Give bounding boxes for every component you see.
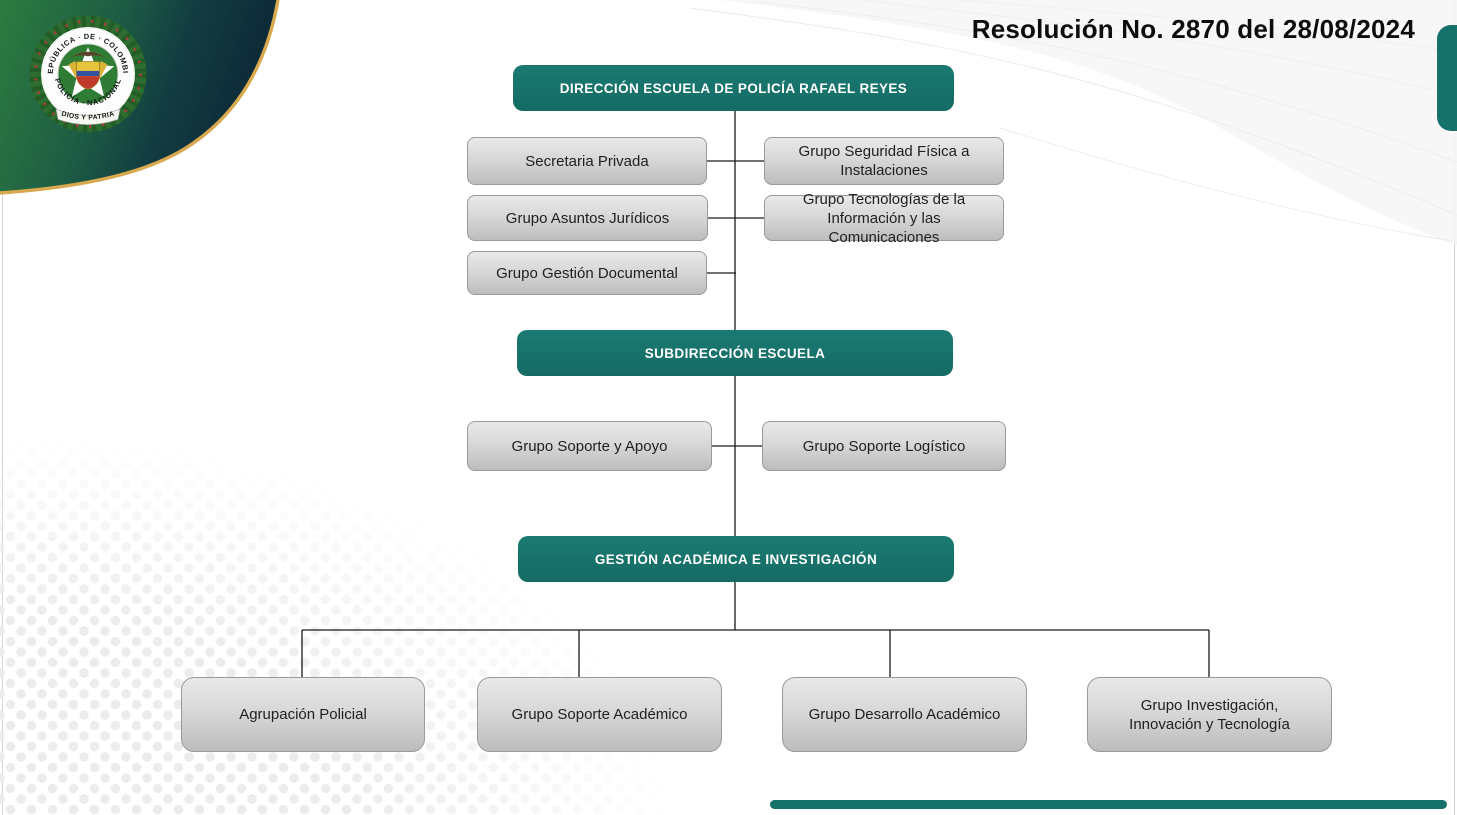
- org-node-label: DIRECCIÓN ESCUELA DE POLICÍA RAFAEL REYE…: [559, 80, 908, 96]
- org-node-tecnologias-informacion: Grupo Tecnologías de la Información y la…: [764, 191, 1004, 246]
- side-accent-tab: [1437, 25, 1457, 131]
- org-node-label: Grupo Tecnologías de la Información y la…: [802, 190, 966, 246]
- org-node-label: Secretaria Privada: [525, 152, 649, 170]
- police-crest-logo: REPÚBLICA ∙ DE ∙ COLOMBIA POLICÍA ∙ NACI…: [26, 12, 147, 133]
- crest-condor: [69, 51, 107, 59]
- org-node-seguridad-fisica: Grupo Seguridad Física a Instalaciones: [764, 137, 1004, 185]
- org-node-asuntos-juridicos: Grupo Asuntos Jurídicos: [467, 195, 708, 241]
- org-node-label: Grupo Investigación, Innovación y Tecnol…: [1129, 696, 1290, 733]
- gold-curve-decor: [0, 0, 280, 195]
- resolution-title: Resolución No. 2870 del 28/08/2024: [971, 14, 1415, 44]
- org-node-label: Grupo Soporte y Apoyo: [511, 437, 668, 455]
- org-node-secretaria-privada: Secretaria Privada: [467, 137, 707, 185]
- crest-banner-text: DIOS Y PATRIA: [61, 111, 115, 122]
- org-node-label: Grupo Asuntos Jurídicos: [505, 209, 670, 227]
- org-node-desarrollo-academico: Grupo Desarrollo Académico: [782, 677, 1027, 752]
- org-node-direccion: DIRECCIÓN ESCUELA DE POLICÍA RAFAEL REYE…: [513, 65, 954, 111]
- org-node-label: Grupo Gestión Documental: [496, 264, 678, 282]
- org-node-label: GESTIÓN ACADÉMICA E INVESTIGACIÓN: [594, 551, 878, 567]
- page-right-edge: [1454, 0, 1455, 815]
- crest-banner-ribbon: [55, 108, 121, 125]
- org-node-gestion-documental: Grupo Gestión Documental: [467, 251, 707, 295]
- org-node-subdireccion: SUBDIRECCIÓN ESCUELA: [517, 330, 953, 376]
- org-node-soporte-academico: Grupo Soporte Académico: [477, 677, 722, 752]
- org-node-soporte-logistico: Grupo Soporte Logístico: [762, 421, 1006, 471]
- org-node-label: Agrupación Policial: [239, 706, 367, 723]
- org-node-label: Grupo Seguridad Física a Instalaciones: [798, 143, 970, 179]
- org-node-label: Grupo Desarrollo Académico: [808, 706, 1001, 723]
- org-node-label: SUBDIRECCIÓN ESCUELA: [644, 345, 826, 361]
- org-node-soporte-apoyo: Grupo Soporte y Apoyo: [467, 421, 712, 471]
- org-node-agrupacion-policial: Agrupación Policial: [181, 677, 425, 752]
- svg-text:DIOS Y PATRIA: DIOS Y PATRIA: [61, 111, 116, 122]
- org-node-gestion-academica: GESTIÓN ACADÉMICA E INVESTIGACIÓN: [518, 536, 954, 582]
- org-node-label: Grupo Soporte Académico: [511, 706, 688, 723]
- org-node-investigacion-innovacion: Grupo Investigación, Innovación y Tecnol…: [1087, 677, 1332, 752]
- bottom-accent-bar: [770, 800, 1447, 809]
- org-node-label: Grupo Soporte Logístico: [802, 437, 966, 455]
